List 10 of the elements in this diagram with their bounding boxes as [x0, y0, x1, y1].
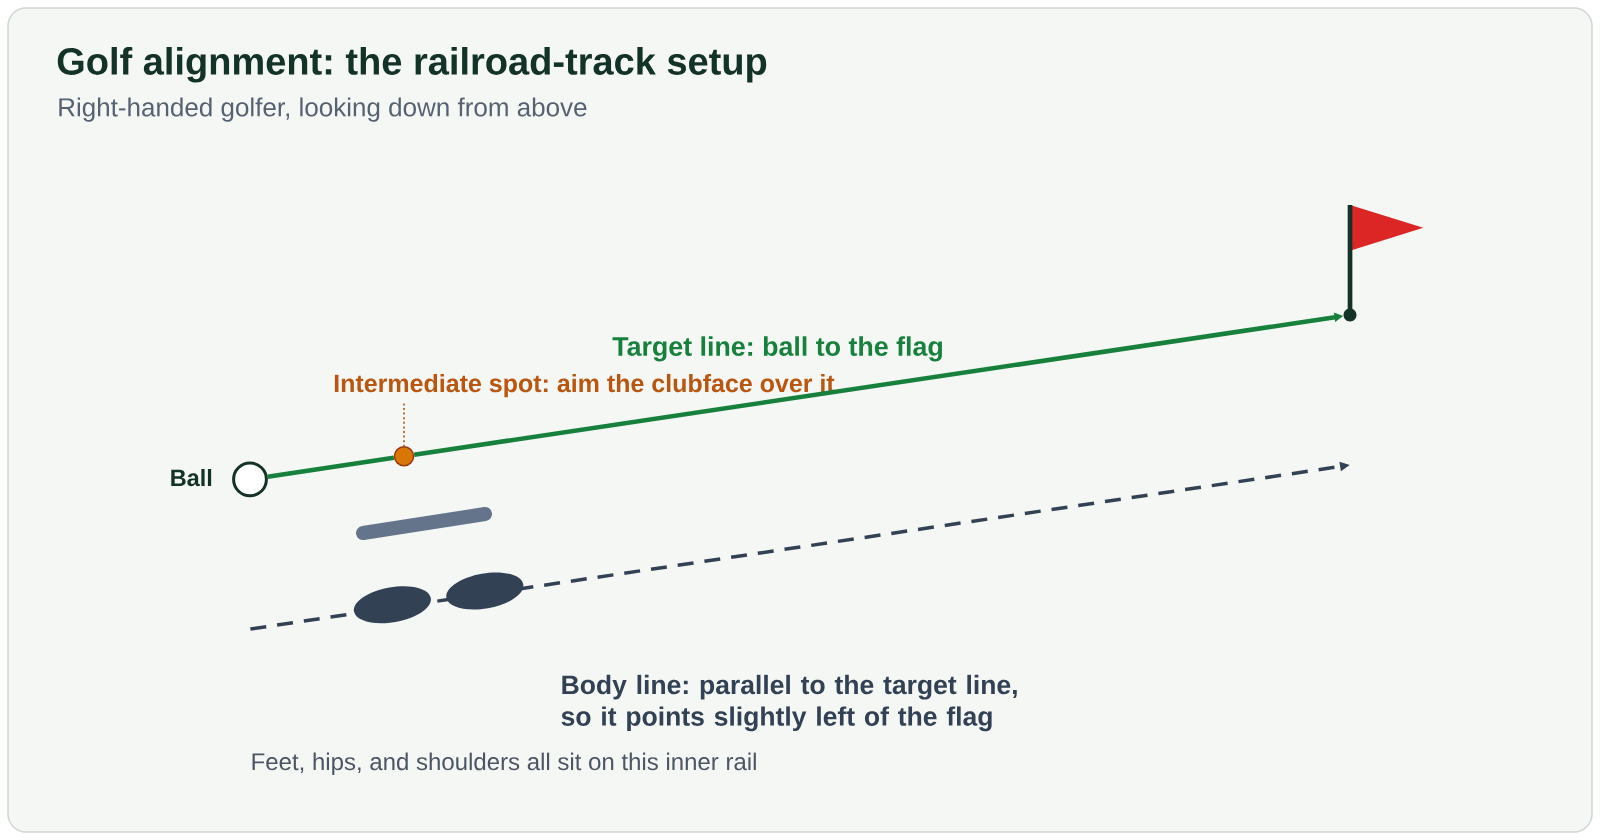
- target-line: [267, 455, 395, 479]
- node-label: Ball: [171, 469, 212, 487]
- edge-label: Target line: ball to the flag: [612, 336, 942, 362]
- line-label: Body line: parallel to the target line, so it points slightly left of the flag: [561, 674, 1017, 732]
- note: Feet, hips, and shoulders all sit on this inner rail: [252, 752, 756, 775]
- subtitle: Right-handed golfer, looking down from above: [59, 97, 587, 122]
- flag: [1343, 205, 1424, 322]
- title: Golf alignment: the railroad-track setup: [57, 46, 767, 83]
- dot-marker: [393, 445, 415, 467]
- leader-line: [403, 402, 405, 447]
